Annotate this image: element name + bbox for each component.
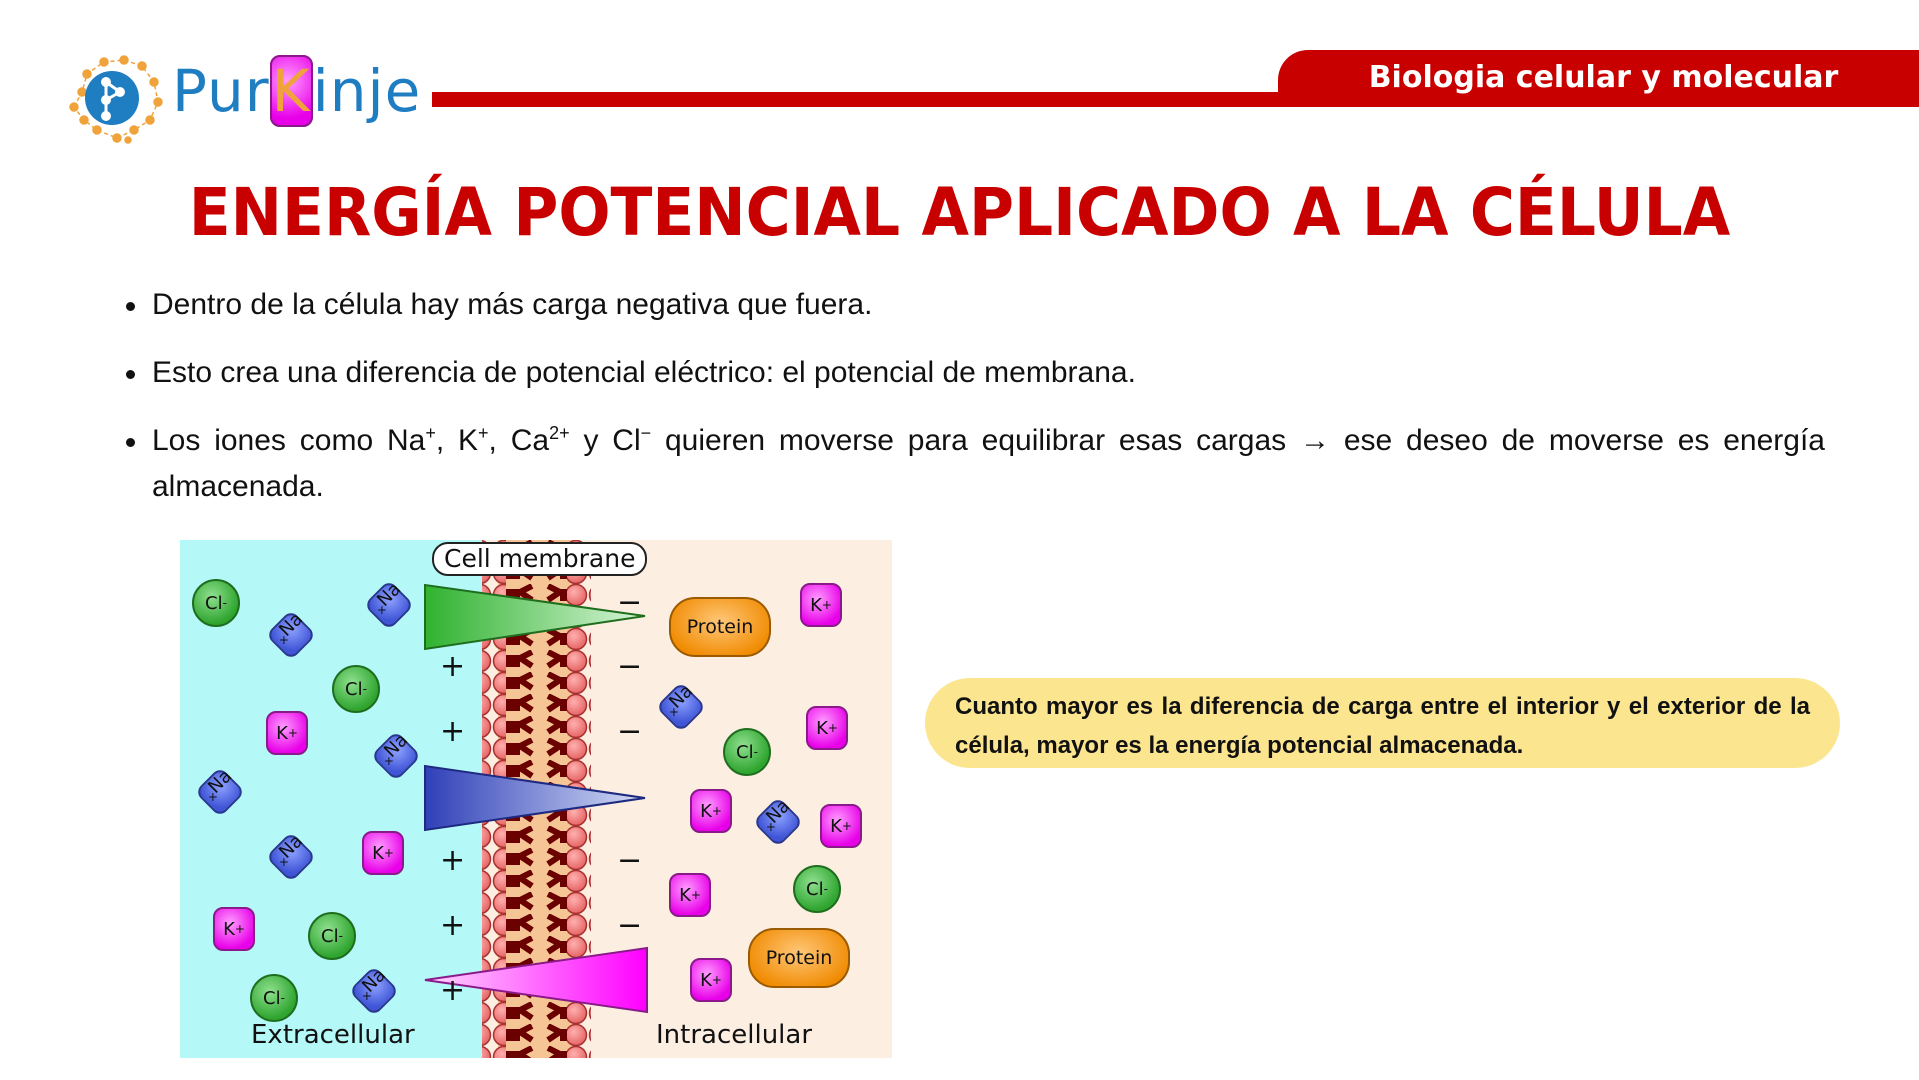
plus-sign: +	[440, 973, 466, 1008]
k-ion-icon: K+	[690, 958, 732, 1002]
k-ion-icon: K+	[800, 583, 842, 627]
course-banner	[1278, 50, 1919, 107]
minus-sign: −	[617, 585, 643, 620]
plus-sign: +	[440, 908, 466, 943]
cl-ion-icon: Cl-	[250, 974, 298, 1022]
key-idea-callout	[925, 678, 1840, 768]
lipid-bilayer-icon	[424, 540, 648, 1058]
bullet-item: Los iones como Na+, K+, Ca2+ y Cl− quier…	[120, 418, 1825, 510]
na-gradient-arrow	[424, 764, 646, 832]
plus-sign: +	[440, 714, 466, 749]
k-ion-icon: K+	[820, 804, 862, 848]
bullet-item: Esto crea una diferencia de potencial el…	[120, 350, 1825, 396]
minus-sign: −	[617, 843, 643, 878]
minus-sign: −	[617, 908, 643, 943]
k-ion-icon: K+	[806, 706, 848, 750]
purkinje-logo	[62, 52, 412, 144]
protein-anion-icon: Protein	[669, 597, 771, 657]
key-idea-text: Cuanto mayor es la diferencia de carga e…	[955, 693, 1810, 759]
course-label: Biologia celular y molecular	[1368, 60, 1839, 95]
cl-ion-icon: Cl-	[793, 865, 841, 913]
k-ion-icon: K+	[213, 907, 255, 951]
brain-network-icon	[69, 55, 163, 144]
cell-membrane-label: Cell membrane	[432, 542, 648, 576]
cl-ion-icon: Cl-	[192, 579, 240, 627]
minus-sign: −	[617, 714, 643, 749]
cl-ion-icon: Cl-	[332, 665, 380, 713]
minus-sign: −	[617, 649, 643, 684]
cl-ion-icon: Cl-	[723, 728, 771, 776]
protein-anion-icon: Protein	[748, 928, 850, 988]
bullet-item: Dentro de la célula hay más carga negati…	[120, 282, 1825, 328]
k-ion-icon: K+	[669, 873, 711, 917]
k-ion-icon: K+	[690, 789, 732, 833]
slide-title: ENERGÍA POTENCIAL APLICADO A LA CÉLULA	[188, 174, 1731, 251]
membrane-potential-diagram: Cell membrane + + + + + − − − − − Cl- Na…	[180, 540, 892, 1058]
extracellular-label: Extracellular	[251, 1020, 415, 1050]
cl-gradient-arrow	[424, 583, 646, 651]
intracellular-label: Intracellular	[656, 1020, 813, 1050]
k-gradient-arrow	[424, 946, 648, 1014]
plus-sign: +	[440, 843, 466, 878]
bullet-list: Dentro de la célula hay más carga negati…	[120, 282, 1825, 532]
cl-ion-icon: Cl-	[308, 912, 356, 960]
k-ion-icon: K+	[266, 711, 308, 755]
bullet-dot-icon	[126, 302, 135, 311]
logo-wordmark: PurKinje	[172, 55, 422, 127]
bullet-dot-icon	[126, 438, 135, 447]
bullet-dot-icon	[126, 370, 135, 379]
k-ion-icon: K+	[362, 831, 404, 875]
plus-sign: +	[440, 649, 466, 684]
